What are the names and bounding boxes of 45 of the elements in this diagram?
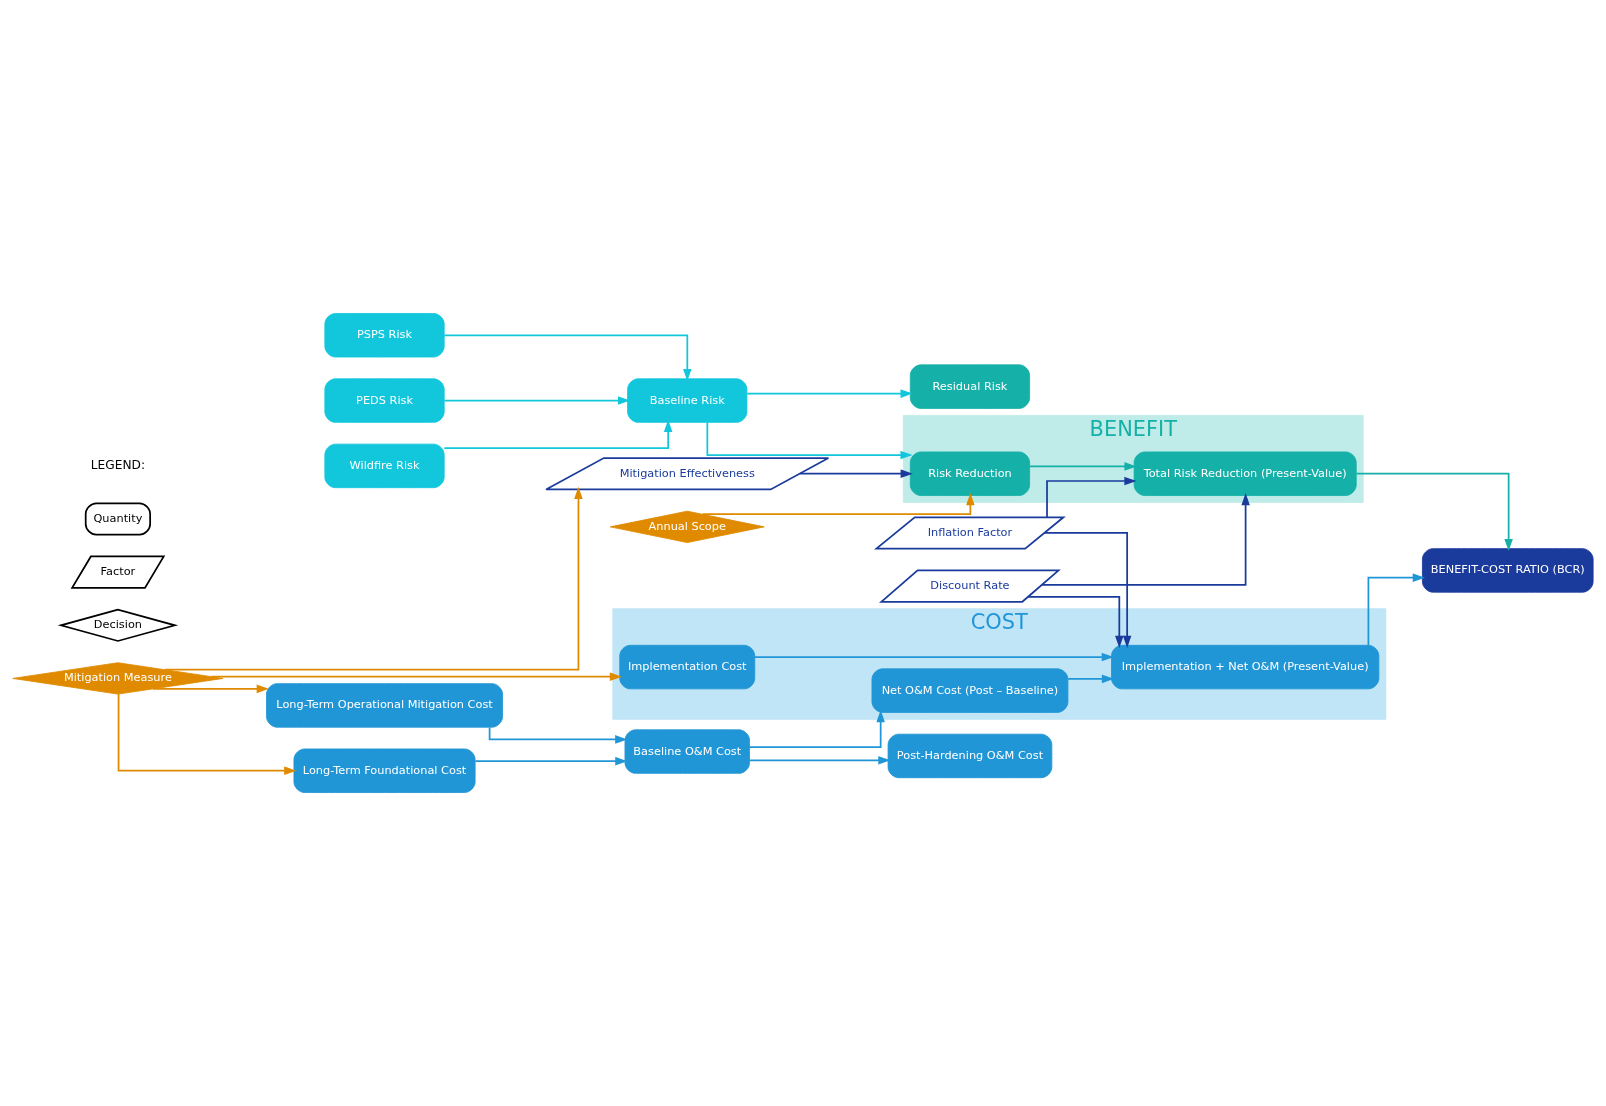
arrow: [474, 756, 628, 766]
node-box: PSPS Risk: [324, 313, 445, 358]
arrow: [443, 334, 692, 382]
arrow: [701, 493, 975, 516]
arrow: [443, 419, 673, 449]
arrow: [748, 710, 885, 749]
arrow: [746, 389, 913, 398]
arrow: [117, 693, 297, 775]
node-box: Baseline O&M Cost: [624, 729, 750, 774]
arrow: [443, 396, 631, 405]
arrow: [748, 756, 891, 765]
arrow: [1067, 674, 1115, 684]
arrow: [1355, 472, 1513, 552]
arrow: [798, 469, 913, 478]
node-box: Residual Risk: [909, 364, 1031, 409]
node-diamond: Annual Scope: [609, 510, 765, 543]
legend-label: Quantity: [93, 510, 143, 525]
node-box: Long-Term Foundational Cost: [293, 748, 476, 793]
arrow: [706, 421, 913, 460]
node-box: Net O&M Cost (Post – Baseline): [871, 668, 1069, 713]
node-box: Long-Term Operational Mitigation Cost: [266, 683, 503, 728]
node-diamond: Mitigation Measure: [12, 662, 224, 695]
node-box: Implementation Cost: [619, 644, 756, 690]
legend-label: Decision: [93, 617, 142, 632]
arrow: [164, 486, 583, 671]
label: LEGEND:: [90, 458, 146, 473]
node-box: Post-Hardening O&M Cost: [887, 733, 1053, 779]
arrow: [1043, 532, 1132, 648]
legend-label: Factor: [100, 564, 136, 579]
arrow: [1367, 573, 1425, 647]
arrow: [1027, 596, 1124, 648]
arrow: [210, 672, 622, 681]
node-box: Risk Reduction: [909, 451, 1031, 496]
arrow: [152, 684, 269, 694]
arrow: [1041, 493, 1250, 586]
node-box: Wildfire Risk: [324, 443, 445, 489]
node-box: Baseline Risk: [627, 378, 748, 423]
arrow: [1028, 462, 1137, 471]
node-box: BENEFIT-COST RATIO (BCR): [1421, 548, 1594, 593]
arrow: [1046, 476, 1137, 518]
arrow: [488, 726, 628, 744]
node-box: Implementation + Net O&M (Present-Value): [1111, 644, 1380, 690]
node-box: PEDS Risk: [324, 378, 445, 423]
arrow: [753, 652, 1114, 662]
node-box: Total Risk Reduction (Present-Value): [1133, 451, 1357, 496]
